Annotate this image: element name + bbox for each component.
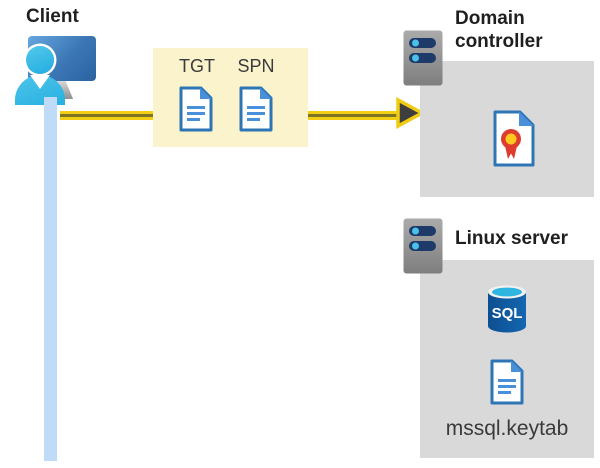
certificate-icon [493,110,535,167]
sql-database-icon: SQL [488,285,526,333]
linux-server-title: Linux server [455,228,568,249]
client-title: Client [26,6,79,27]
person-head [26,46,54,74]
ticket-box [153,48,308,147]
person-collar [30,75,50,89]
tgt-label: TGT [179,56,215,76]
linux-server-icon [403,218,443,274]
domain-controller-title: Domain controller [455,8,543,52]
tgt-document-icon [179,86,213,132]
spn-label: SPN [237,56,275,76]
spn-document-icon [239,86,273,132]
sql-icon-label: SQL [492,305,523,322]
keytab-filename-label: mssql.keytab [445,417,569,440]
arrowhead-icon [396,97,425,129]
client-timeline-bar [44,97,57,461]
keytab-document-icon [490,359,524,405]
domain-controller-server-icon [403,30,443,86]
